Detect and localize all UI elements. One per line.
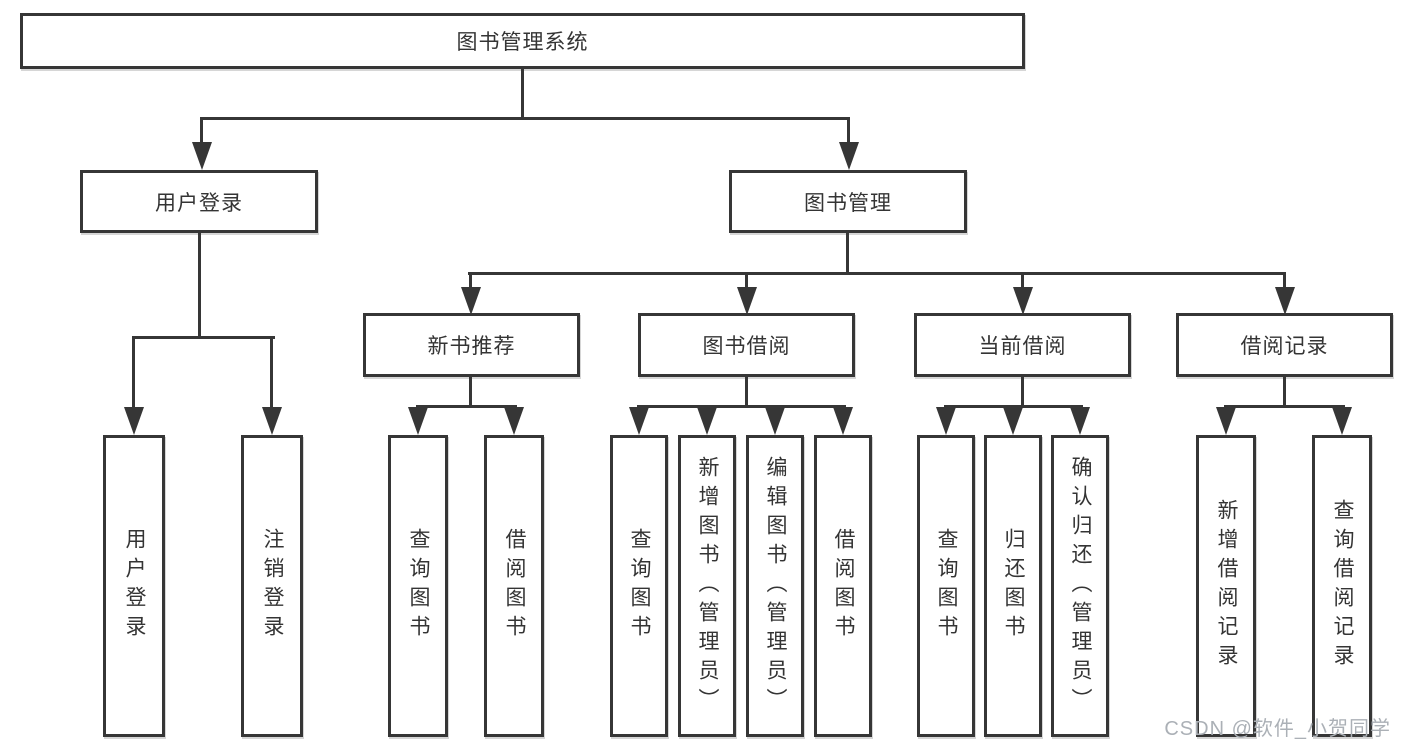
leaf-add-books-admin-label: 新增图书（管理员） [696, 455, 719, 717]
connector-root-hbar [200, 117, 850, 120]
leaf-add-borrow-record: 新增借阅记录 [1196, 435, 1256, 737]
connector-drop-user-login [200, 117, 203, 145]
arrow-down-icon [1003, 407, 1023, 435]
arrow-down-icon [936, 407, 956, 435]
connector-root-stem [521, 69, 524, 120]
leaf-confirm-return-admin-label: 确认归还（管理员） [1069, 455, 1092, 717]
arrow-down-icon [504, 407, 524, 435]
arrow-down-icon [1216, 407, 1236, 435]
leaf-borrow-books-2-label: 借阅图书 [832, 528, 855, 644]
connector-bookborrow-hbar [637, 405, 846, 408]
leaf-query-books-2-label: 查询图书 [628, 528, 651, 644]
leaf-logout-label: 注销登录 [261, 528, 284, 644]
leaf-edit-books-admin-label: 编辑图书（管理员） [764, 455, 787, 717]
arrow-down-icon [192, 142, 212, 170]
arrow-down-icon [833, 407, 853, 435]
connector-bookborrow-stem [745, 377, 748, 408]
connector-currentborrow-hbar [944, 405, 1083, 408]
connector-userlogin-hbar [132, 336, 275, 339]
leaf-confirm-return-admin: 确认归还（管理员） [1051, 435, 1109, 737]
arrow-down-icon [1013, 287, 1033, 315]
connector-bookmgmt-hbar [468, 272, 1286, 275]
node-new-book-recommendation: 新书推荐 [363, 313, 580, 377]
connector-drop-login-leaf [132, 336, 135, 410]
arrow-down-icon [737, 287, 757, 315]
node-user-login-label: 用户登录 [155, 191, 243, 215]
leaf-add-borrow-record-label: 新增借阅记录 [1215, 499, 1238, 673]
node-borrowing-records: 借阅记录 [1176, 313, 1393, 377]
leaf-query-books-2: 查询图书 [610, 435, 668, 737]
arrow-down-icon [765, 407, 785, 435]
leaf-query-books-1: 查询图书 [388, 435, 448, 737]
arrow-down-icon [697, 407, 717, 435]
connector-drop-book-borrow [745, 272, 748, 290]
leaf-logout: 注销登录 [241, 435, 303, 737]
leaf-query-borrow-record-label: 查询借阅记录 [1331, 499, 1354, 673]
arrow-down-icon [1275, 287, 1295, 315]
node-current-borrowing: 当前借阅 [914, 313, 1131, 377]
node-new-book-recommendation-label: 新书推荐 [427, 335, 516, 358]
connector-drop-book-management [847, 117, 850, 145]
arrow-down-icon [262, 407, 282, 435]
connector-drop-new-books [469, 272, 472, 290]
leaf-edit-books-admin: 编辑图书（管理员） [746, 435, 804, 737]
arrow-down-icon [1070, 407, 1090, 435]
arrow-down-icon [1332, 407, 1352, 435]
leaf-borrow-books-1: 借阅图书 [484, 435, 544, 737]
connector-userlogin-stem [198, 233, 201, 339]
node-user-login: 用户登录 [80, 170, 318, 233]
node-book-management: 图书管理 [729, 170, 967, 233]
node-borrowing-records-label: 借阅记录 [1240, 335, 1329, 358]
leaf-borrow-books-2: 借阅图书 [814, 435, 872, 737]
connector-newbooks-hbar [416, 405, 517, 408]
leaf-query-borrow-record: 查询借阅记录 [1312, 435, 1372, 737]
node-current-borrowing-label: 当前借阅 [978, 335, 1067, 358]
csdn-watermark: CSDN @软件_小贺同学 [1164, 718, 1391, 740]
node-root-label: 图书管理系统 [456, 31, 589, 54]
connector-currentborrow-stem [1021, 377, 1024, 408]
arrow-down-icon [124, 407, 144, 435]
leaf-user-login-label: 用户登录 [123, 528, 146, 644]
arrow-down-icon [408, 407, 428, 435]
leaf-add-books-admin: 新增图书（管理员） [678, 435, 736, 737]
connector-records-stem [1283, 377, 1286, 408]
leaf-query-books-1-label: 查询图书 [407, 528, 430, 644]
arrow-down-icon [839, 142, 859, 170]
connector-drop-current-borrow [1021, 272, 1024, 290]
node-book-borrowing-label: 图书借阅 [702, 335, 791, 358]
leaf-user-login: 用户登录 [103, 435, 165, 737]
leaf-return-books: 归还图书 [984, 435, 1042, 737]
connector-drop-logout-leaf [270, 336, 273, 410]
arrow-down-icon [629, 407, 649, 435]
arrow-down-icon [461, 287, 481, 315]
connector-records-hbar [1224, 405, 1345, 408]
node-book-borrowing: 图书借阅 [638, 313, 855, 377]
leaf-query-books-3-label: 查询图书 [935, 528, 958, 644]
leaf-query-books-3: 查询图书 [917, 435, 975, 737]
connector-drop-borrow-records [1283, 272, 1286, 290]
leaf-borrow-books-1-label: 借阅图书 [503, 528, 526, 644]
node-book-management-label: 图书管理 [804, 191, 892, 215]
connector-bookmgmt-stem [846, 233, 849, 275]
node-root-library-system: 图书管理系统 [20, 13, 1025, 69]
connector-newbooks-stem [469, 377, 472, 408]
leaf-return-books-label: 归还图书 [1002, 528, 1025, 644]
